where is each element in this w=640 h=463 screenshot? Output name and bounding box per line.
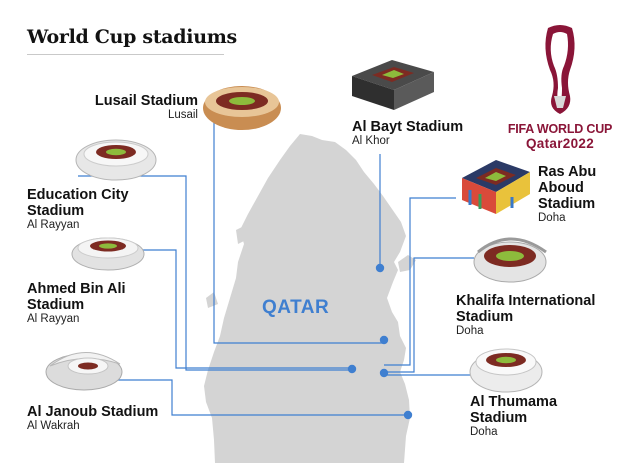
fifa-world-cup-emblem (545, 25, 575, 114)
leader-line-khalifa (384, 257, 474, 373)
stadium-label-education-city: Education City Stadium Al Rayyan (27, 187, 167, 232)
stadium-name-line: Al Thumama (470, 394, 558, 410)
stadium-label-ahmed-bin-ali: Ahmed Bin Ali Stadium Al Rayyan (27, 281, 167, 326)
stadium-name-line: Stadium (27, 203, 85, 219)
stadium-label-ras-abu-aboud: Ras Abu Aboud Stadium Doha (538, 164, 633, 225)
ahmed-bin-ali-stadium-image (71, 237, 145, 271)
stadium-city: Doha (456, 325, 484, 337)
stadium-name-line: Stadium (470, 410, 528, 426)
island (206, 292, 218, 308)
al-bayt-stadium-image (352, 60, 434, 110)
marker-al-bayt (375, 263, 385, 273)
stadium-label-al-thumama: Al Thumama Stadium Doha (470, 394, 600, 439)
page-title: World Cup stadiums (27, 26, 237, 48)
stadium-name-line: Ahmed Bin Ali (27, 281, 126, 297)
al-janoub-stadium-image (45, 352, 123, 391)
qatar-landmass (204, 134, 410, 463)
markers (347, 263, 413, 420)
logo-line-1: FIFA WORLD CUP (507, 122, 613, 136)
stadium-name-line: Aboud (538, 180, 584, 196)
stadium-label-lusail: Lusail Stadium Lusail (60, 93, 198, 122)
stadium-label-khalifa-international: Khalifa International Stadium Doha (456, 293, 636, 338)
stadium-name: Lusail Stadium (94, 93, 198, 109)
country-label: QATAR (262, 297, 330, 318)
stadium-city: Al Rayyan (27, 313, 80, 325)
ras-abu-aboud-stadium-image (462, 160, 530, 214)
stadium-name-line: Stadium (456, 309, 514, 325)
marker-education-city (347, 364, 357, 374)
stadium-name-line: Stadium (27, 297, 85, 313)
stadium-city: Lusail (167, 109, 198, 121)
marker-doha (379, 368, 389, 378)
stadium-city: Al Wakrah (27, 420, 80, 432)
leader-line-al-janoub (86, 379, 408, 416)
education-city-stadium-image (75, 139, 157, 181)
stadium-name-line: Khalifa International (456, 293, 596, 309)
logo-line-2: Qatar2022 (526, 136, 594, 151)
marker-al-janoub (403, 410, 413, 420)
leader-line-lusail (213, 112, 384, 344)
title-divider (27, 54, 224, 55)
khalifa-international-stadium-image (473, 237, 547, 283)
stadium-label-al-bayt: Al Bayt Stadium Al Khor (352, 119, 482, 148)
stadium-name-line: Ras Abu (538, 164, 597, 180)
al-thumama-stadium-image (469, 348, 543, 393)
stadium-label-al-janoub: Al Janoub Stadium Al Wakrah (27, 404, 177, 433)
stadium-city: Doha (538, 212, 566, 224)
stadium-name: Al Janoub Stadium (27, 404, 159, 420)
stadium-city: Al Khor (352, 135, 390, 147)
stadium-city: Doha (470, 426, 498, 438)
island (236, 226, 246, 244)
fifa-logo-text: FIFA WORLD CUP Qatar2022 (500, 122, 620, 151)
stadium-name-line: Stadium (538, 196, 596, 212)
stadium-city: Al Rayyan (27, 219, 80, 231)
island (398, 255, 416, 272)
leader-line-ras-abu-aboud (384, 197, 456, 366)
stadium-name-line: Education City (27, 187, 129, 203)
stadium-name: Al Bayt Stadium (352, 119, 464, 135)
lusail-stadium-image (203, 86, 281, 130)
marker-lusail (379, 335, 389, 345)
